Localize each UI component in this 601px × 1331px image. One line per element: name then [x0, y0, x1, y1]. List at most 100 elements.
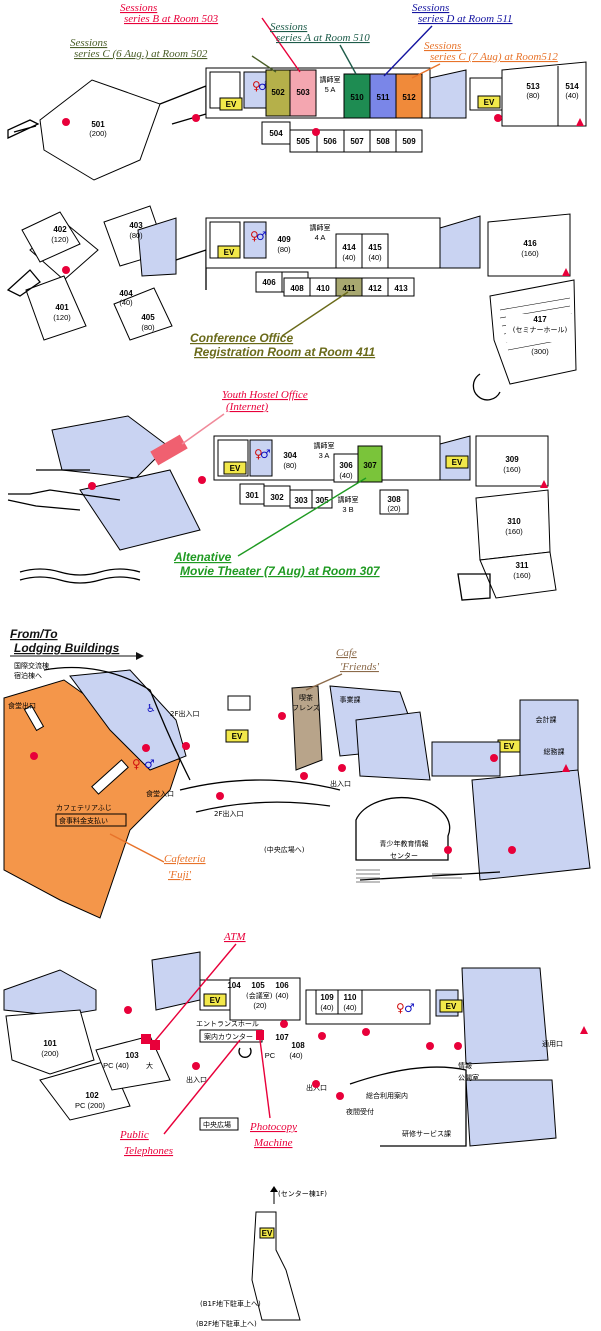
svg-text:406: 406	[262, 278, 276, 287]
room-413[interactable]	[387, 277, 415, 297]
svg-text:511: 511	[377, 93, 390, 102]
svg-text:415: 415	[368, 243, 382, 252]
svg-text:(80): (80)	[141, 323, 155, 332]
room-311[interactable]	[479, 551, 557, 599]
lecturer-room-label: 講師室	[320, 75, 341, 84]
room-304[interactable]: 304	[283, 451, 297, 460]
public-telephone[interactable]	[141, 1034, 151, 1044]
room-309[interactable]	[475, 435, 549, 487]
room-514[interactable]: 514	[565, 82, 579, 91]
room-509[interactable]	[395, 129, 423, 153]
svg-text:(40): (40)	[343, 1003, 357, 1012]
svg-text:講師室: 講師室	[338, 495, 359, 504]
svg-text:(40): (40)	[289, 1051, 303, 1060]
svg-text:3 A: 3 A	[319, 451, 330, 460]
svg-text:403: 403	[129, 221, 143, 230]
cafe-friends[interactable]	[291, 685, 323, 771]
room-106[interactable]: 106	[275, 981, 289, 990]
svg-text:507: 507	[350, 137, 364, 146]
svg-text:103: 103	[125, 1051, 139, 1060]
center-building-label: (センター棟1F)	[278, 1189, 327, 1198]
annotation-series-b: Sessions	[120, 2, 157, 14]
annotation-photocopy: Photocopy	[249, 1121, 297, 1133]
youth-hostel-office[interactable]	[150, 434, 188, 466]
room-502[interactable]	[265, 69, 291, 117]
svg-text:宿泊棟へ: 宿泊棟へ	[14, 671, 42, 680]
svg-text:305: 305	[315, 496, 329, 505]
room-409[interactable]: 409	[277, 235, 291, 244]
b1-parking-label: (B1F地下駐車上へ)	[200, 1299, 261, 1308]
annotation-cafe: Cafe	[336, 647, 357, 659]
room-108[interactable]: 108	[291, 1041, 305, 1050]
atm[interactable]	[150, 1040, 160, 1050]
cafeteria-entrance-label: 食堂入口	[146, 789, 174, 798]
svg-text:講師室: 講師室	[314, 441, 335, 450]
room-105[interactable]: 105	[251, 981, 265, 990]
meal-payment-label: 食事料金支払い	[59, 816, 108, 825]
svg-text:311: 311	[516, 561, 529, 570]
room-401[interactable]	[25, 275, 87, 341]
svg-text:504: 504	[269, 129, 283, 138]
svg-text:303: 303	[294, 496, 308, 505]
svg-text:事業課: 事業課	[340, 695, 361, 704]
cafeteria-exit-label: 食堂出口	[8, 701, 36, 710]
svg-text:EV: EV	[262, 1229, 273, 1238]
svg-text:(40): (40)	[339, 471, 353, 480]
annotation-conference-office: Conference Office	[190, 331, 293, 345]
svg-text:(80): (80)	[129, 231, 143, 240]
svg-text:(80): (80)	[283, 461, 297, 470]
svg-text:302: 302	[270, 493, 284, 502]
floor-2: EV 喫茶 フレンズ 事業課 EV 会計課 総務課 青少年教育情報 センター	[3, 627, 591, 919]
svg-text:EV: EV	[224, 248, 235, 257]
svg-text:喫茶: 喫茶	[299, 693, 313, 702]
svg-text:417: 417	[533, 315, 547, 324]
svg-text:(40): (40)	[320, 1003, 334, 1012]
b2-parking-label: (B2F地下駐車上へ)	[196, 1319, 257, 1328]
basement: EV (センター棟1F) (B1F地下駐車上へ) (B2F地下駐車上へ)	[196, 1186, 327, 1328]
exit-2f-label: 2F出入口	[170, 709, 199, 718]
room-405[interactable]	[113, 287, 173, 341]
central-plaza-label: (中央広場へ)	[264, 845, 305, 854]
room-307[interactable]	[357, 445, 383, 483]
svg-text:(160): (160)	[521, 249, 539, 258]
room-414[interactable]	[335, 233, 363, 269]
svg-text:EV: EV	[504, 742, 515, 751]
svg-text:研修サービス課: 研修サービス課	[402, 1129, 451, 1138]
svg-text:101: 101	[43, 1039, 57, 1048]
svg-text:411: 411	[343, 284, 356, 293]
lobby-5	[429, 69, 467, 119]
room-503[interactable]	[289, 69, 317, 117]
svg-text:501: 501	[91, 120, 105, 129]
svg-text:308: 308	[387, 495, 401, 504]
room-101[interactable]	[5, 1009, 95, 1075]
room-501[interactable]	[39, 79, 161, 181]
svg-text:(会議室): (会議室)	[246, 991, 273, 1000]
room-510[interactable]	[343, 73, 371, 119]
floor-3: EV ♀ ♂ 304 (80) 講師室 3 A 306 (40) 307 EV …	[7, 389, 557, 601]
wheelchair-icon: ♿	[146, 702, 156, 715]
svg-text:EV: EV	[230, 464, 241, 473]
room-513[interactable]: 513	[526, 82, 540, 91]
room-104[interactable]: 104	[227, 981, 241, 990]
room-512[interactable]	[395, 73, 423, 119]
room-404[interactable]: 404	[119, 289, 133, 298]
female-icon: ♀	[252, 79, 261, 93]
svg-text:センター: センター	[390, 851, 418, 860]
svg-text:(300): (300)	[531, 347, 549, 356]
male-icon: ♂	[144, 757, 155, 771]
svg-text:110: 110	[344, 993, 357, 1002]
room-415[interactable]	[361, 233, 389, 269]
svg-text:508: 508	[376, 137, 390, 146]
room-402[interactable]	[21, 211, 81, 263]
photocopy-machine[interactable]	[256, 1030, 264, 1040]
svg-text:(200): (200)	[41, 1049, 59, 1058]
room-107[interactable]: 107	[275, 1033, 289, 1042]
svg-text:(80): (80)	[277, 245, 291, 254]
annotation-cafeteria: Cafeteria	[164, 853, 206, 865]
svg-text:EV: EV	[484, 98, 495, 107]
room-110[interactable]	[337, 989, 363, 1015]
room-308[interactable]	[379, 489, 409, 515]
svg-text:総務課: 総務課	[544, 747, 565, 756]
annotation-series-c-7aug: Sessions	[424, 40, 461, 52]
general-affairs-section	[471, 769, 591, 881]
